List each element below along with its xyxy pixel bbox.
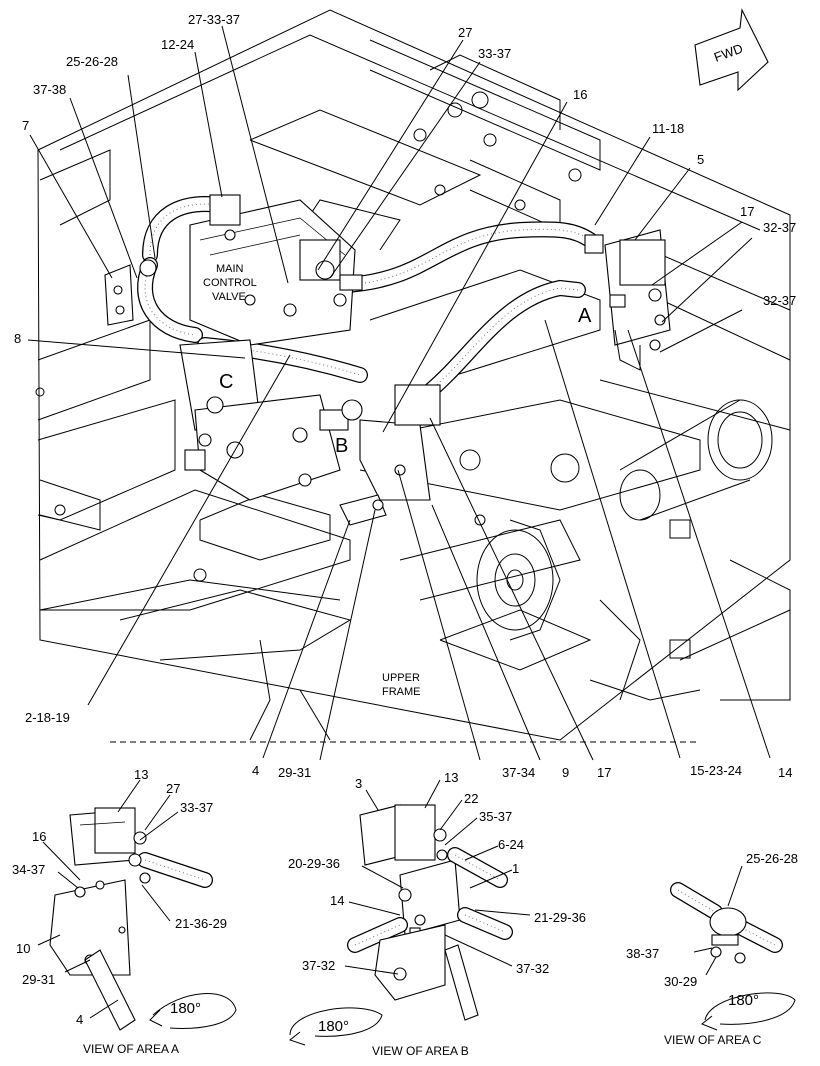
view-a-callout-27: 27 [166,781,180,796]
view-a-callout-21-36-29: 21-36-29 [175,916,227,931]
view-a-callout-34-37: 34-37 [12,862,45,877]
leader-lines [27,25,771,761]
view-b-callout-3: 3 [355,776,362,791]
view-a-callouts: 13 27 33-37 16 34-37 21-36-29 10 29-31 4… [12,767,227,1056]
area-c-marker: C [219,371,233,393]
view-c-callout-30-29: 30-29 [664,974,697,989]
view-b-callout-13: 13 [444,770,458,785]
view-b-callout-14: 14 [330,893,344,908]
view-a-callout-16: 16 [32,829,46,844]
view-b-callout-22: 22 [464,791,478,806]
callout-27: 27 [458,25,472,40]
view-b-caption: VIEW OF AREA B [372,1044,469,1058]
solenoid-valve-a [584,229,671,371]
view-c-callout-38-37: 38-37 [626,946,659,961]
view-a-callout-13: 13 [134,767,148,782]
view-b-callout-21-29-36: 21-29-36 [534,910,586,925]
label-main-control-valve-line1: MAIN [216,263,244,275]
view-b-drawing [288,804,513,1046]
view-b-callout-37-32-left: 37-32 [302,958,335,973]
view-b-callout-6-24: 6-24 [498,837,524,852]
detail-view-a: 13 27 33-37 16 34-37 21-36-29 10 29-31 4… [12,767,237,1056]
view-b-callout-37-32-right: 37-32 [516,961,549,976]
view-a-callout-33-37: 33-37 [180,800,213,815]
label-upper-frame-line1: UPPER [382,672,420,684]
view-a-callout-4: 4 [76,1012,83,1027]
callout-33-37: 33-37 [478,46,511,61]
upper-frame-structure [35,9,791,743]
view-a-rotation: 180° [170,1000,201,1017]
mount-bracket-left [104,259,157,326]
callout-37-34: 37-34 [502,765,535,780]
view-b-callout-20-29-36: 20-29-36 [288,856,340,871]
callout-12-24: 12-24 [161,37,194,52]
view-a-caption: VIEW OF AREA A [83,1042,179,1056]
view-c-rotation: 180° [728,992,759,1009]
callout-17-top: 17 [740,204,754,219]
callout-32-37-a: 32-37 [763,220,796,235]
view-c-drawing [670,882,796,1031]
callout-11-18: 11-18 [652,121,684,136]
callout-7: 7 [22,118,29,133]
callout-2-18-19: 2-18-19 [25,710,70,725]
solenoid-bracket-b [339,384,441,526]
callout-37-38: 37-38 [33,82,66,97]
main-view-labels: MAIN CONTROL VALVE UPPER FRAME A B C [203,263,592,698]
area-b-marker: B [335,435,348,457]
label-upper-frame-line2: FRAME [382,686,421,698]
view-b-callouts: 3 13 22 35-37 6-24 1 20-29-36 14 21-29-3… [288,770,586,1058]
detail-view-b: 3 13 22 35-37 6-24 1 20-29-36 14 21-29-3… [288,770,586,1058]
view-c-caption: VIEW OF AREA C [664,1033,762,1047]
callout-32-37-b: 32-37 [763,293,796,308]
view-b-leaders [344,779,531,975]
view-c-callouts: 25-26-28 38-37 30-29 180° VIEW OF AREA C [626,851,798,1047]
view-b-callout-1: 1 [512,861,519,876]
view-c-callout-25-26-28: 25-26-28 [746,851,798,866]
callout-9: 9 [562,765,569,780]
view-b-rotation: 180° [318,1018,349,1035]
callout-15-23-24: 15-23-24 [690,763,742,778]
callout-4: 4 [252,763,259,778]
callout-5: 5 [697,152,704,167]
callout-8: 8 [14,331,21,346]
detail-view-c: 25-26-28 38-37 30-29 180° VIEW OF AREA C [626,851,798,1047]
valve-stack-c [179,339,349,501]
label-main-control-valve-line2: CONTROL [203,277,257,289]
view-a-callout-29-31: 29-31 [22,972,55,987]
view-b-callout-35-37: 35-37 [479,809,512,824]
callout-14: 14 [778,765,792,780]
main-view: FWD MAIN [14,8,796,780]
callout-27-33-37: 27-33-37 [188,12,240,27]
callouts-main: 27-33-37 12-24 25-26-28 37-38 7 27 33-37… [14,12,796,780]
view-a-leaders [37,779,179,1019]
callout-17-bottom: 17 [597,765,611,780]
callout-29-31: 29-31 [278,765,311,780]
callout-16: 16 [573,87,587,102]
area-a-marker: A [578,305,592,327]
callout-25-26-28: 25-26-28 [66,54,118,69]
view-a-callout-10: 10 [16,941,30,956]
forward-arrow: FWD [694,8,769,92]
view-c-leaders [693,865,743,976]
label-main-control-valve-line3: VALVE [212,291,246,303]
